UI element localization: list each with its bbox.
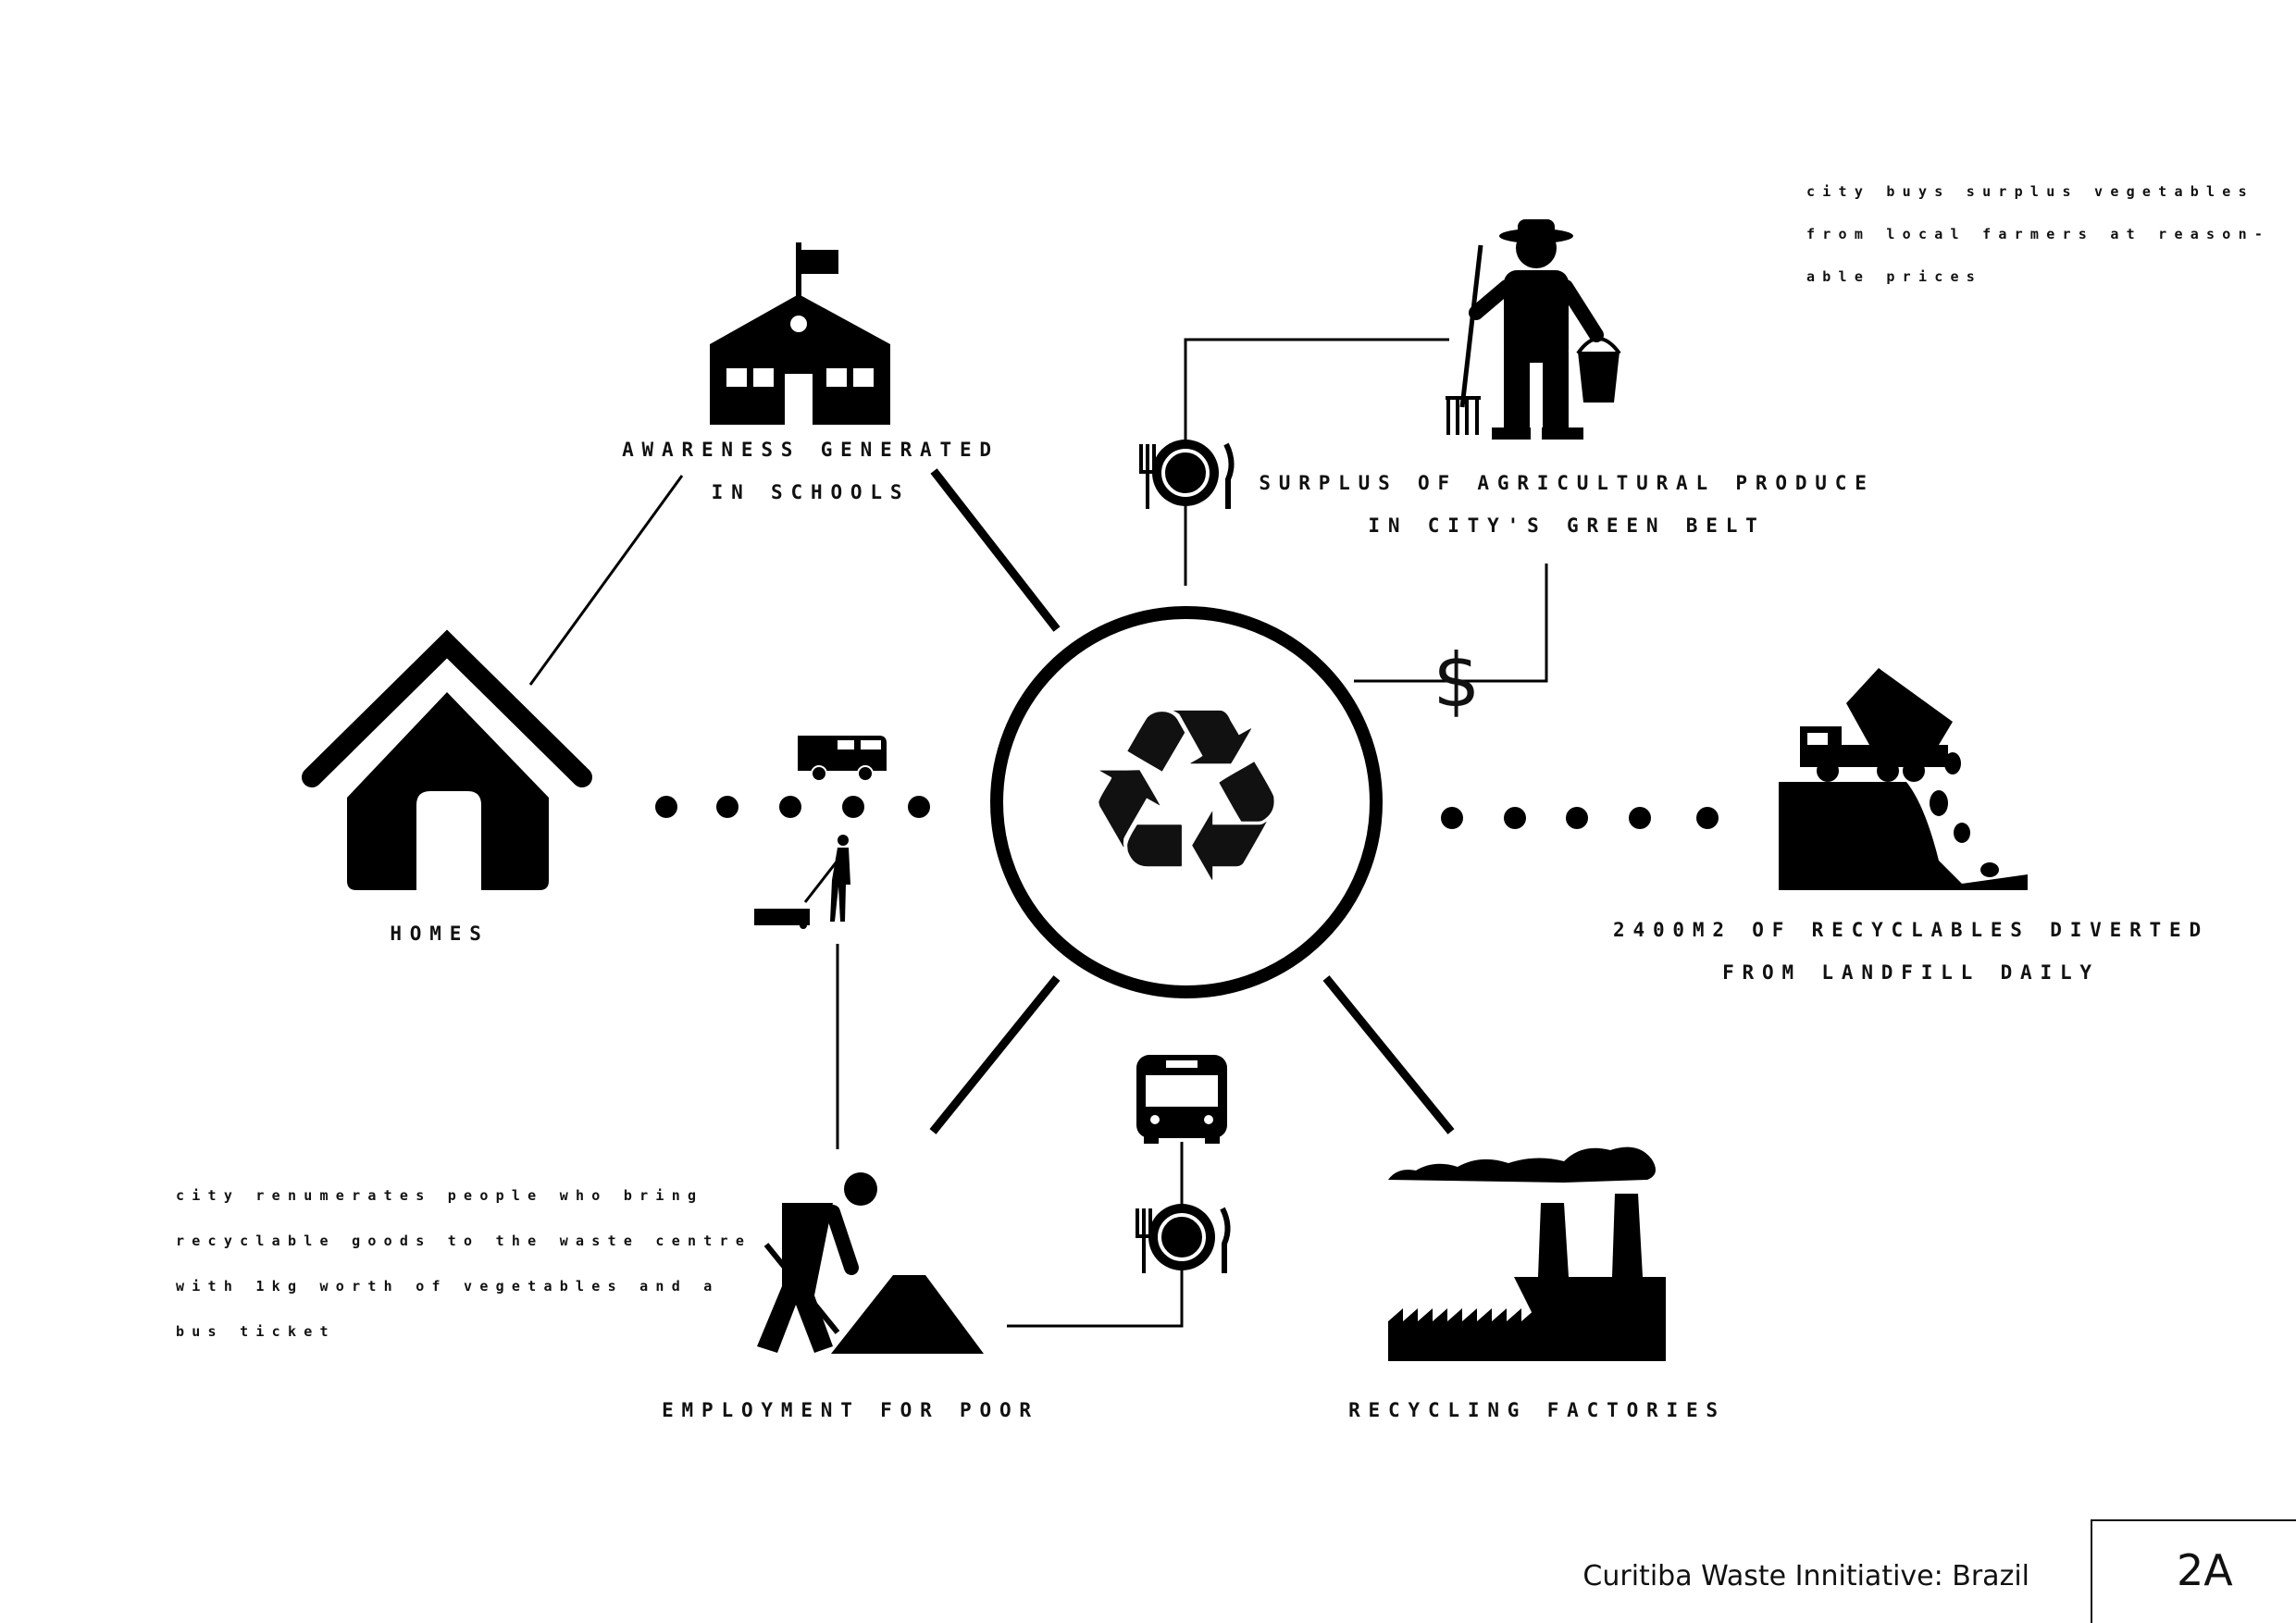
landfill-label-line: FROM LANDFILL DAILY (1722, 961, 2100, 984)
farmers-label: SURPLUS OF AGRICULTURAL PRODUCE IN CITY'… (1259, 462, 1874, 547)
schools-label-line: IN SCHOOLS (711, 481, 911, 503)
note-line: able prices (1806, 268, 1983, 285)
farmer-icon (1446, 219, 1621, 440)
note-line: from local farmers at reason- (1806, 226, 2271, 242)
note-line: bus ticket (176, 1323, 336, 1340)
dollar-icon: $ (1433, 638, 1481, 724)
footer-title: Curitiba Waste Innitiative: Brazil (1582, 1560, 2029, 1592)
person-with-cart-icon (754, 835, 850, 929)
note-line: city buys surplus vegetables (1806, 183, 2254, 200)
recycle-icon: ♻ (1078, 657, 1295, 937)
factories-label: RECYCLING FACTORIES (1348, 1399, 1726, 1421)
school-center-line (930, 468, 1061, 632)
dotted-link-right (1441, 807, 1719, 829)
bus-icon (1136, 1055, 1227, 1144)
note-line: with 1kg worth of vegetables and a (176, 1278, 720, 1295)
money-line (1354, 564, 1548, 683)
van-icon (798, 736, 887, 782)
school-home-line (528, 475, 684, 686)
plate-cutlery-icon-top (1139, 440, 1235, 509)
school-icon (710, 242, 890, 425)
note-line: recyclable goods to the waste centre (176, 1233, 752, 1249)
employment-center-line (929, 975, 1061, 1134)
house-icon (302, 629, 592, 890)
schools-label: AWARENESS GENERATED IN SCHOOLS (622, 428, 999, 514)
page-number: 2A (2177, 1545, 2233, 1595)
note-line: city renumerates people who bring (176, 1187, 704, 1204)
farmers-label-line: SURPLUS OF AGRICULTURAL PRODUCE (1259, 472, 1875, 494)
page-number-box (2091, 1519, 2296, 1623)
employment-note: city renumerates people who bring recycl… (176, 1173, 751, 1355)
worker-shoveling-icon (757, 1172, 984, 1354)
schools-label-line: AWARENESS GENERATED (622, 439, 999, 461)
factory-icon (1388, 1146, 1666, 1361)
landfill-label-line: 2400M2 OF RECYCLABLES DIVERTED (1613, 919, 2209, 941)
farmers-label-line: IN CITY'S GREEN BELT (1368, 514, 1766, 537)
bus-employment-line (1007, 1142, 1184, 1328)
plate-cutlery-icon-bottom (1136, 1204, 1231, 1273)
factory-center-line (1322, 975, 1455, 1134)
farmers-note: city buys surplus vegetables from local … (1806, 170, 2270, 298)
landfill-label: 2400M2 OF RECYCLABLES DIVERTED FROM LAND… (1613, 909, 2209, 994)
employment-label: EMPLOYMENT FOR POOR (662, 1399, 1039, 1421)
homes-label: HOMES (390, 923, 490, 945)
landfill-truck-icon (1779, 668, 2028, 890)
dotted-link-left (655, 796, 930, 818)
center-circle (990, 606, 1383, 998)
